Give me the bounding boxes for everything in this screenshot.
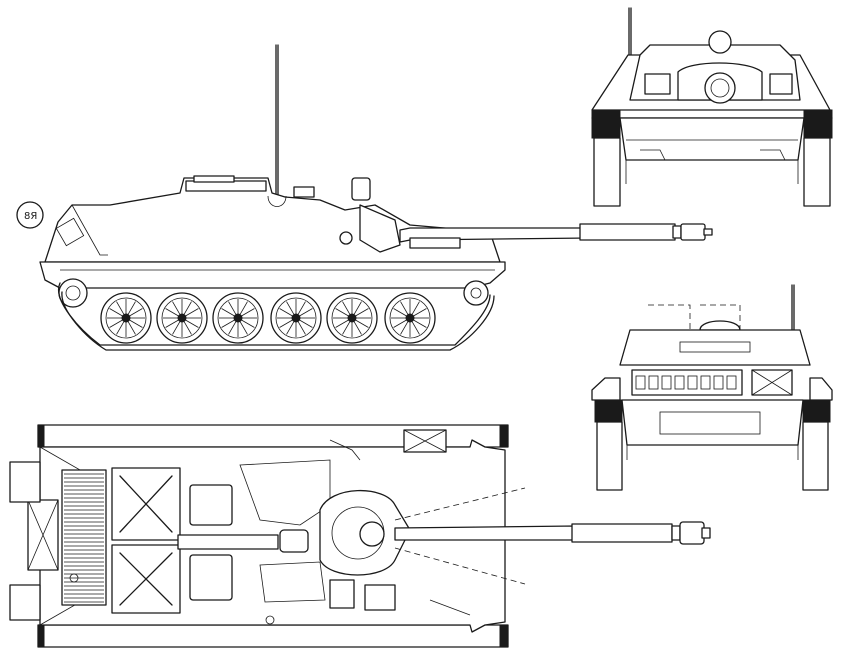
rear-view — [591, 284, 833, 491]
side-view: 8Я — [16, 44, 713, 351]
exhaust-grille — [635, 375, 737, 390]
road-wheels — [100, 292, 436, 344]
engine-deck-grille — [64, 473, 104, 603]
hull-marking: 8Я — [24, 211, 37, 222]
top-view — [9, 424, 711, 648]
front-view — [591, 7, 833, 207]
